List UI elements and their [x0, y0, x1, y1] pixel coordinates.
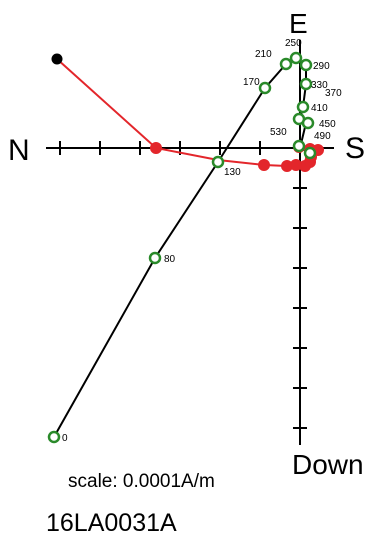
- north-label: N: [8, 134, 30, 167]
- vertical-point: [211, 155, 225, 169]
- vertical-point: [299, 77, 313, 91]
- vertical-point: [279, 57, 293, 71]
- vertical-projection-path: [53, 56, 311, 438]
- step-label: 530: [270, 127, 287, 138]
- vertical-projection-points: [47, 51, 317, 444]
- east-label: E: [289, 8, 308, 39]
- nrm-point: [51, 53, 63, 65]
- vertical-point: [47, 430, 61, 444]
- step-label: 370: [325, 88, 342, 99]
- step-label: 0: [62, 433, 68, 444]
- vertical-point: [289, 51, 303, 65]
- specimen-id: 16LA0031A: [46, 509, 177, 537]
- horizontal-point: [258, 159, 270, 171]
- vertical-point: [301, 116, 315, 130]
- step-labels: 0 80 130 170 210 250 290 330 370 410 450…: [62, 38, 342, 444]
- vertical-point: [299, 58, 313, 72]
- step-label: 130: [224, 167, 241, 178]
- down-label: Down: [292, 449, 364, 480]
- step-label: 250: [285, 38, 302, 49]
- step-label: 410: [311, 103, 328, 114]
- vertical-point: [258, 81, 272, 95]
- horizontal-point: [150, 142, 162, 154]
- vertical-point: [148, 251, 162, 265]
- scale-label: scale: 0.0001A/m: [68, 471, 215, 492]
- down-axis-ticks: [293, 187, 307, 429]
- step-label: 290: [313, 61, 330, 72]
- south-label: S: [345, 132, 365, 165]
- step-label: 80: [164, 254, 176, 265]
- vertical-point: [292, 139, 306, 153]
- step-label: 450: [319, 119, 336, 130]
- step-label: 170: [243, 77, 260, 88]
- vertical-point: [303, 146, 317, 160]
- step-label: 330: [311, 80, 328, 91]
- vertical-point: [296, 100, 310, 114]
- step-label: 490: [314, 131, 331, 142]
- horizontal-projection-path: [56, 58, 320, 168]
- ns-axis-ticks: [59, 141, 261, 155]
- step-label: 210: [255, 49, 272, 60]
